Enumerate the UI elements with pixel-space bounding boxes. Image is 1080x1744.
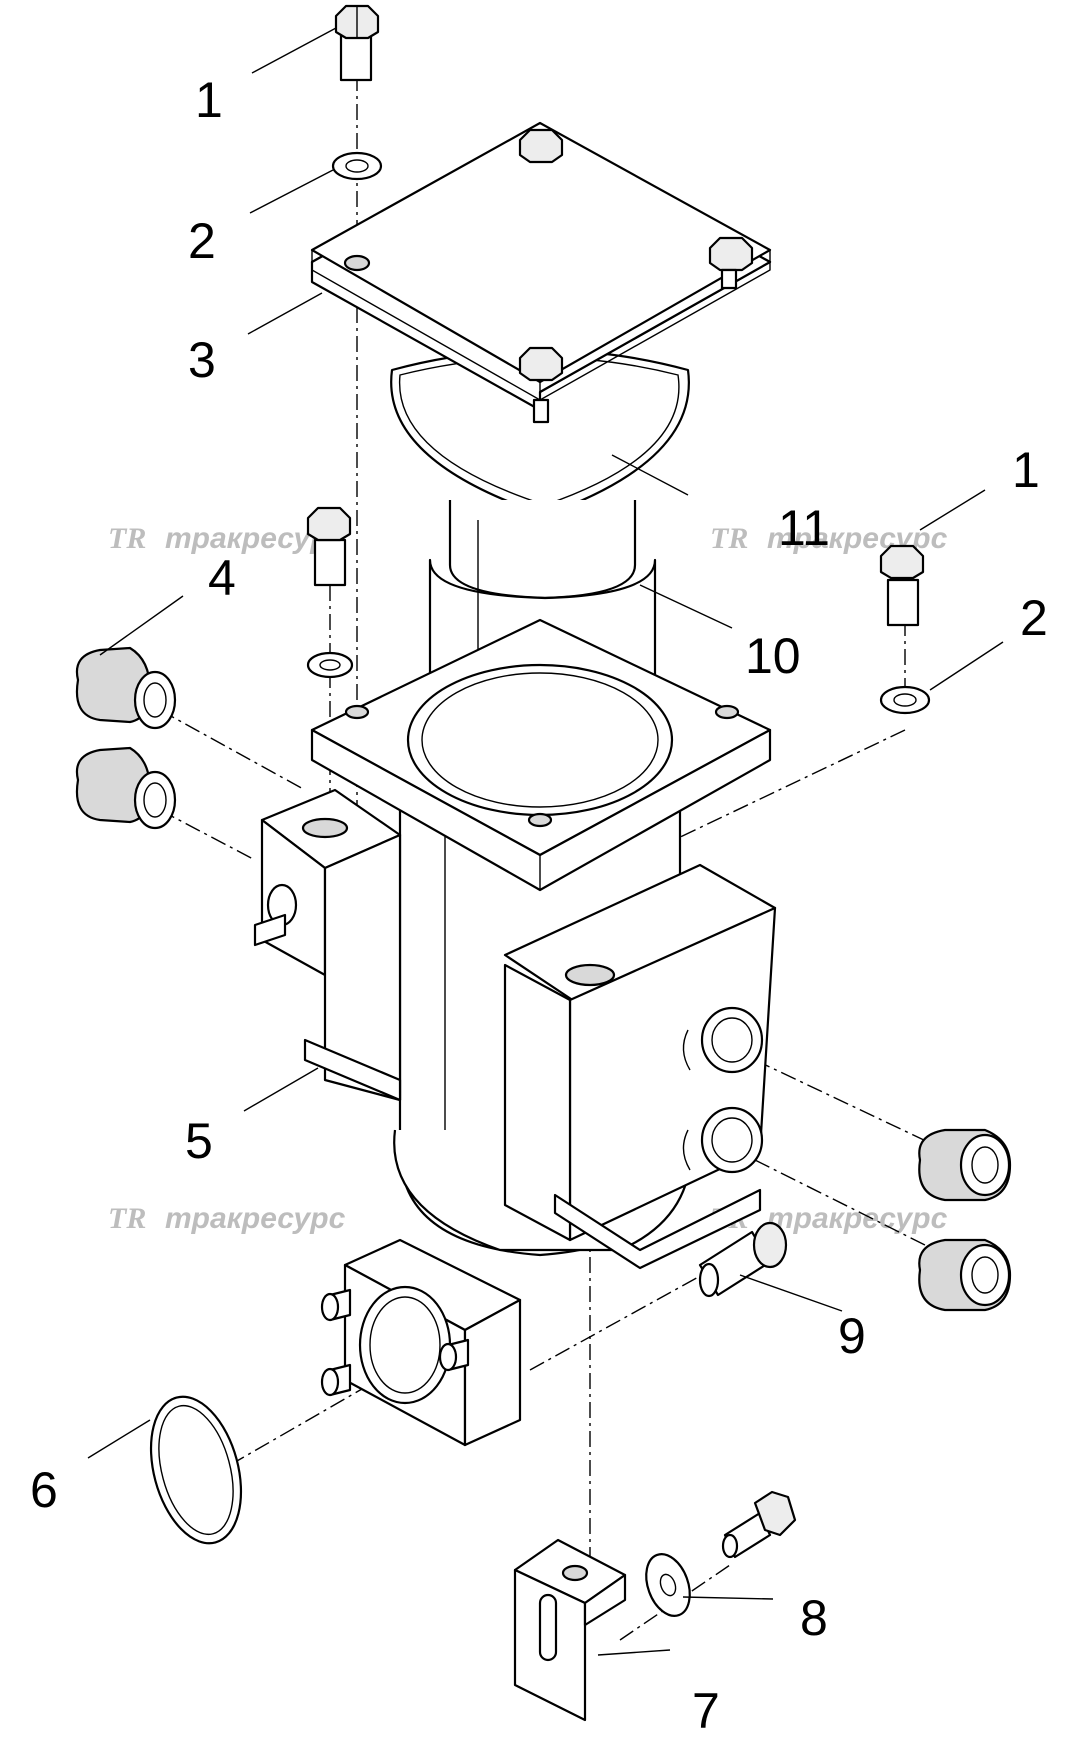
fitting-right-lower [918,1238,1012,1312]
leader-lines [87,27,1004,1656]
washer-right [879,685,931,715]
stud [438,1338,470,1372]
l-bracket [513,1538,627,1722]
watermark-text: тракресурс [165,1202,346,1235]
callout-11: 11 [778,500,830,556]
fitting-left-lower [75,746,177,830]
stud [320,1363,352,1397]
lower-flange [320,1238,522,1447]
callout-6: 6 [30,1462,58,1518]
callout-numbers: 1 2 3 4 5 6 7 8 9 10 11 1 2 [30,72,1048,1739]
stud [320,1288,352,1322]
fitting-right-upper [918,1128,1012,1202]
bolt-part-8 [721,1490,797,1559]
plate-bolt-right [708,236,754,290]
bolt-left [306,506,352,587]
gasket-ring [390,348,690,517]
callout-2: 2 [188,213,216,269]
fitting-left-upper [75,646,177,730]
main-housing [253,618,777,1270]
washer-left [306,651,354,679]
plate-bolt-back [518,128,564,164]
callout-1-right: 1 [1012,442,1040,498]
watermark-logo: TR [710,522,748,555]
o-ring [149,1395,243,1545]
bolt-top [334,4,380,82]
callout-1: 1 [195,72,223,128]
washer-part-8 [645,1553,691,1617]
watermark-text: тракресурс [767,1202,948,1235]
watermark-logo: TR [108,522,146,555]
bolt-right [879,544,925,627]
plate-bolt-front [518,346,564,424]
bolt-part-9 [698,1221,788,1298]
callout-2-right: 2 [1020,590,1048,646]
callout-7: 7 [692,1683,720,1739]
callout-5: 5 [185,1113,213,1169]
watermark-logo: TR [108,1202,146,1235]
cover-plate [310,121,772,424]
callout-3: 3 [188,332,216,388]
callout-9: 9 [838,1308,866,1364]
callout-10: 10 [745,628,801,684]
callout-8: 8 [800,1590,828,1646]
watermark-bottom-left: TR тракресурс [108,1202,346,1235]
washer-top [331,151,383,181]
callout-4: 4 [208,550,236,606]
